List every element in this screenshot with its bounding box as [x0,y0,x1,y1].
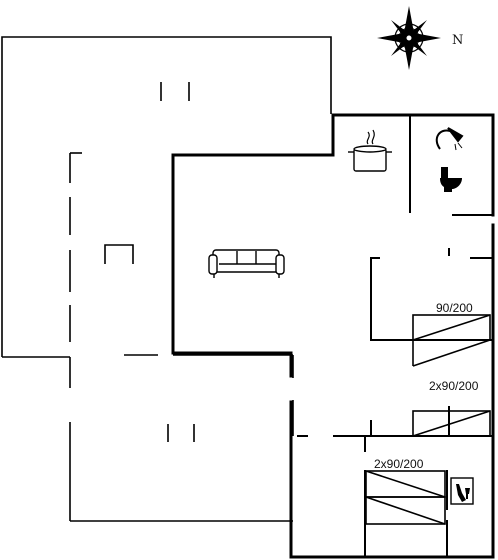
compass-rose-icon [377,6,441,70]
bed-2x90-200-a [412,410,491,437]
cooking-pot-icon [348,129,392,172]
outdoor-outline [1,36,332,522]
compass-north-label: N [452,33,463,48]
house-walls [171,113,495,559]
bed-label-2: 2x90/200 [429,379,479,393]
dashed-outline [69,152,82,342]
bed-label-1: 90/200 [436,301,473,315]
wine-bottle-glass-icon [450,477,474,505]
bed-2x90-200-b [365,470,446,525]
shower-icon [435,127,464,151]
bed-label-3: 2x90/200 [374,457,424,471]
sofa-icon [208,249,285,278]
window-markers [160,82,195,442]
toilet-icon [440,167,462,192]
bed-90-200 [412,314,491,367]
table-symbol [104,244,134,264]
